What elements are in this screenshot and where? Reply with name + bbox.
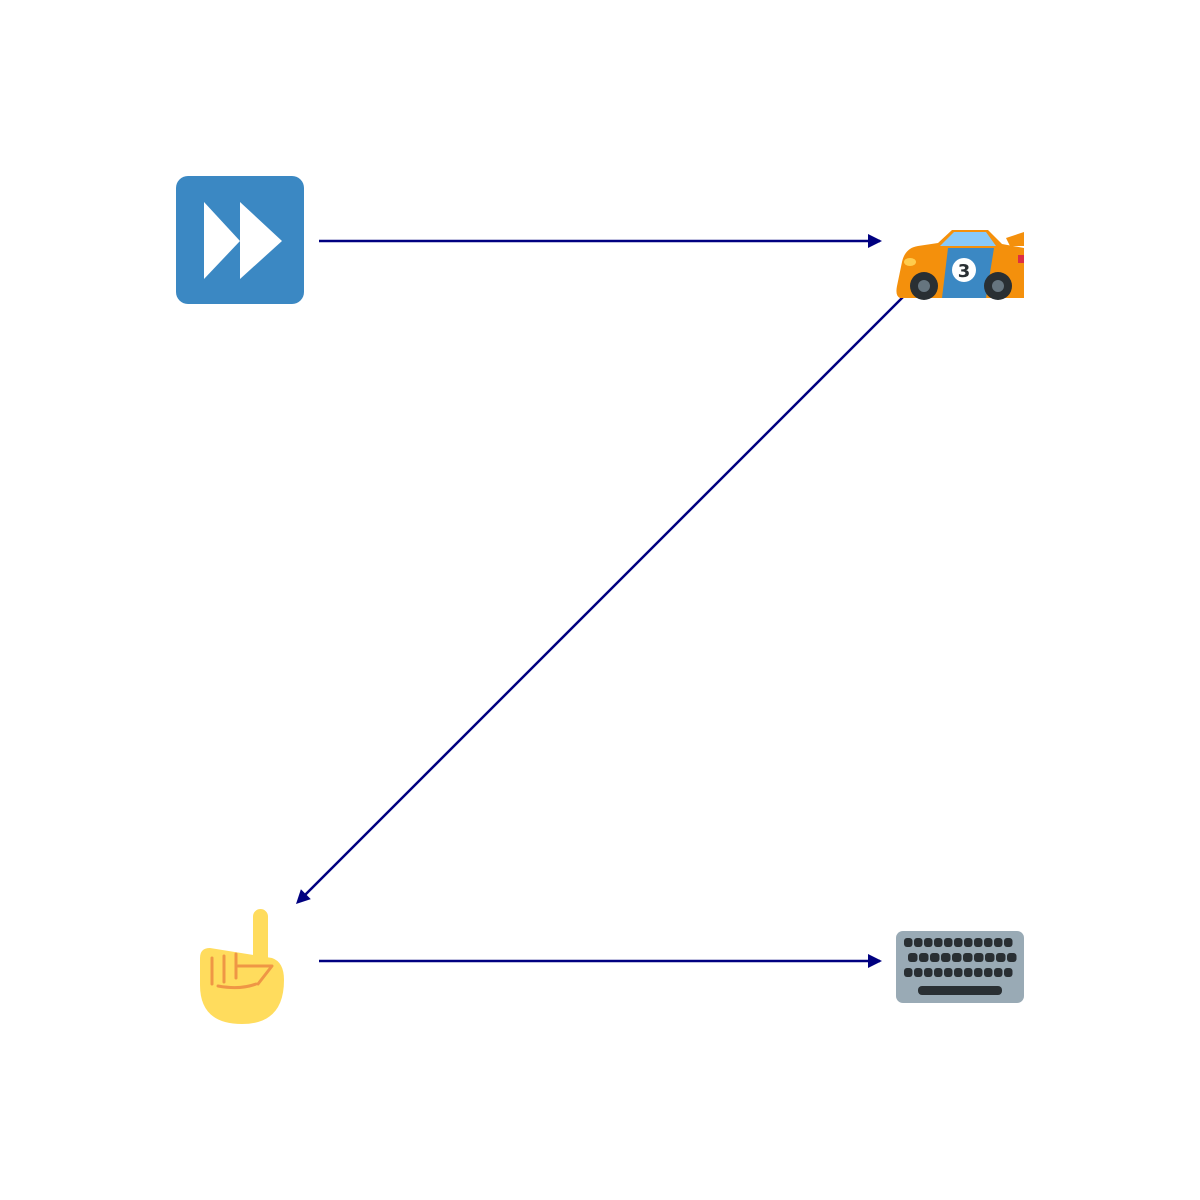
- keyboard-key: [954, 938, 963, 947]
- edges: [296, 234, 904, 968]
- keyboard-key: [1007, 953, 1017, 962]
- keyboard-key: [984, 968, 993, 977]
- arrowhead-pointing-finger: [296, 889, 311, 904]
- keyboard-key: [985, 953, 995, 962]
- keyboard-key: [934, 938, 943, 947]
- keyboard-key: [944, 938, 953, 947]
- keyboard-key: [914, 938, 923, 947]
- keyboard-key: [1004, 938, 1013, 947]
- racing-car-icon: 3: [896, 230, 1024, 300]
- keyboard-key: [944, 968, 953, 977]
- keyboard-icon: [896, 931, 1024, 1003]
- keyboard-key: [994, 968, 1003, 977]
- keyboard-key: [963, 953, 973, 962]
- keyboard-key: [924, 968, 933, 977]
- keyboard-key: [941, 953, 951, 962]
- keyboard-key: [904, 938, 913, 947]
- keyboard-key: [974, 953, 984, 962]
- keyboard-key: [994, 938, 1003, 947]
- keyboard-key: [914, 968, 923, 977]
- keyboard-key: [1004, 968, 1013, 977]
- keyboard-key: [919, 953, 929, 962]
- arrow-race-car-to-pointing-finger: [299, 296, 904, 901]
- keyboard-key: [954, 968, 963, 977]
- keyboard-key: [996, 953, 1006, 962]
- arrowhead-race-car: [868, 234, 882, 248]
- index-pointing-up-icon: [200, 909, 284, 1024]
- keyboard-key: [974, 968, 983, 977]
- keyboard-key: [908, 953, 918, 962]
- keyboard-key: [924, 938, 933, 947]
- keyboard-keys: [904, 938, 1017, 977]
- keyboard-key: [904, 968, 913, 977]
- keyboard-key: [974, 938, 983, 947]
- keyboard-key: [930, 953, 940, 962]
- keyboard-key: [934, 968, 943, 977]
- arrowhead-keyboard: [868, 954, 882, 968]
- car-number-label: 3: [958, 261, 971, 282]
- fast-forward-button-icon: [176, 176, 304, 304]
- keyboard-key: [952, 953, 962, 962]
- keyboard-key: [964, 938, 973, 947]
- keyboard-key: [964, 968, 973, 977]
- keyboard-key: [984, 938, 993, 947]
